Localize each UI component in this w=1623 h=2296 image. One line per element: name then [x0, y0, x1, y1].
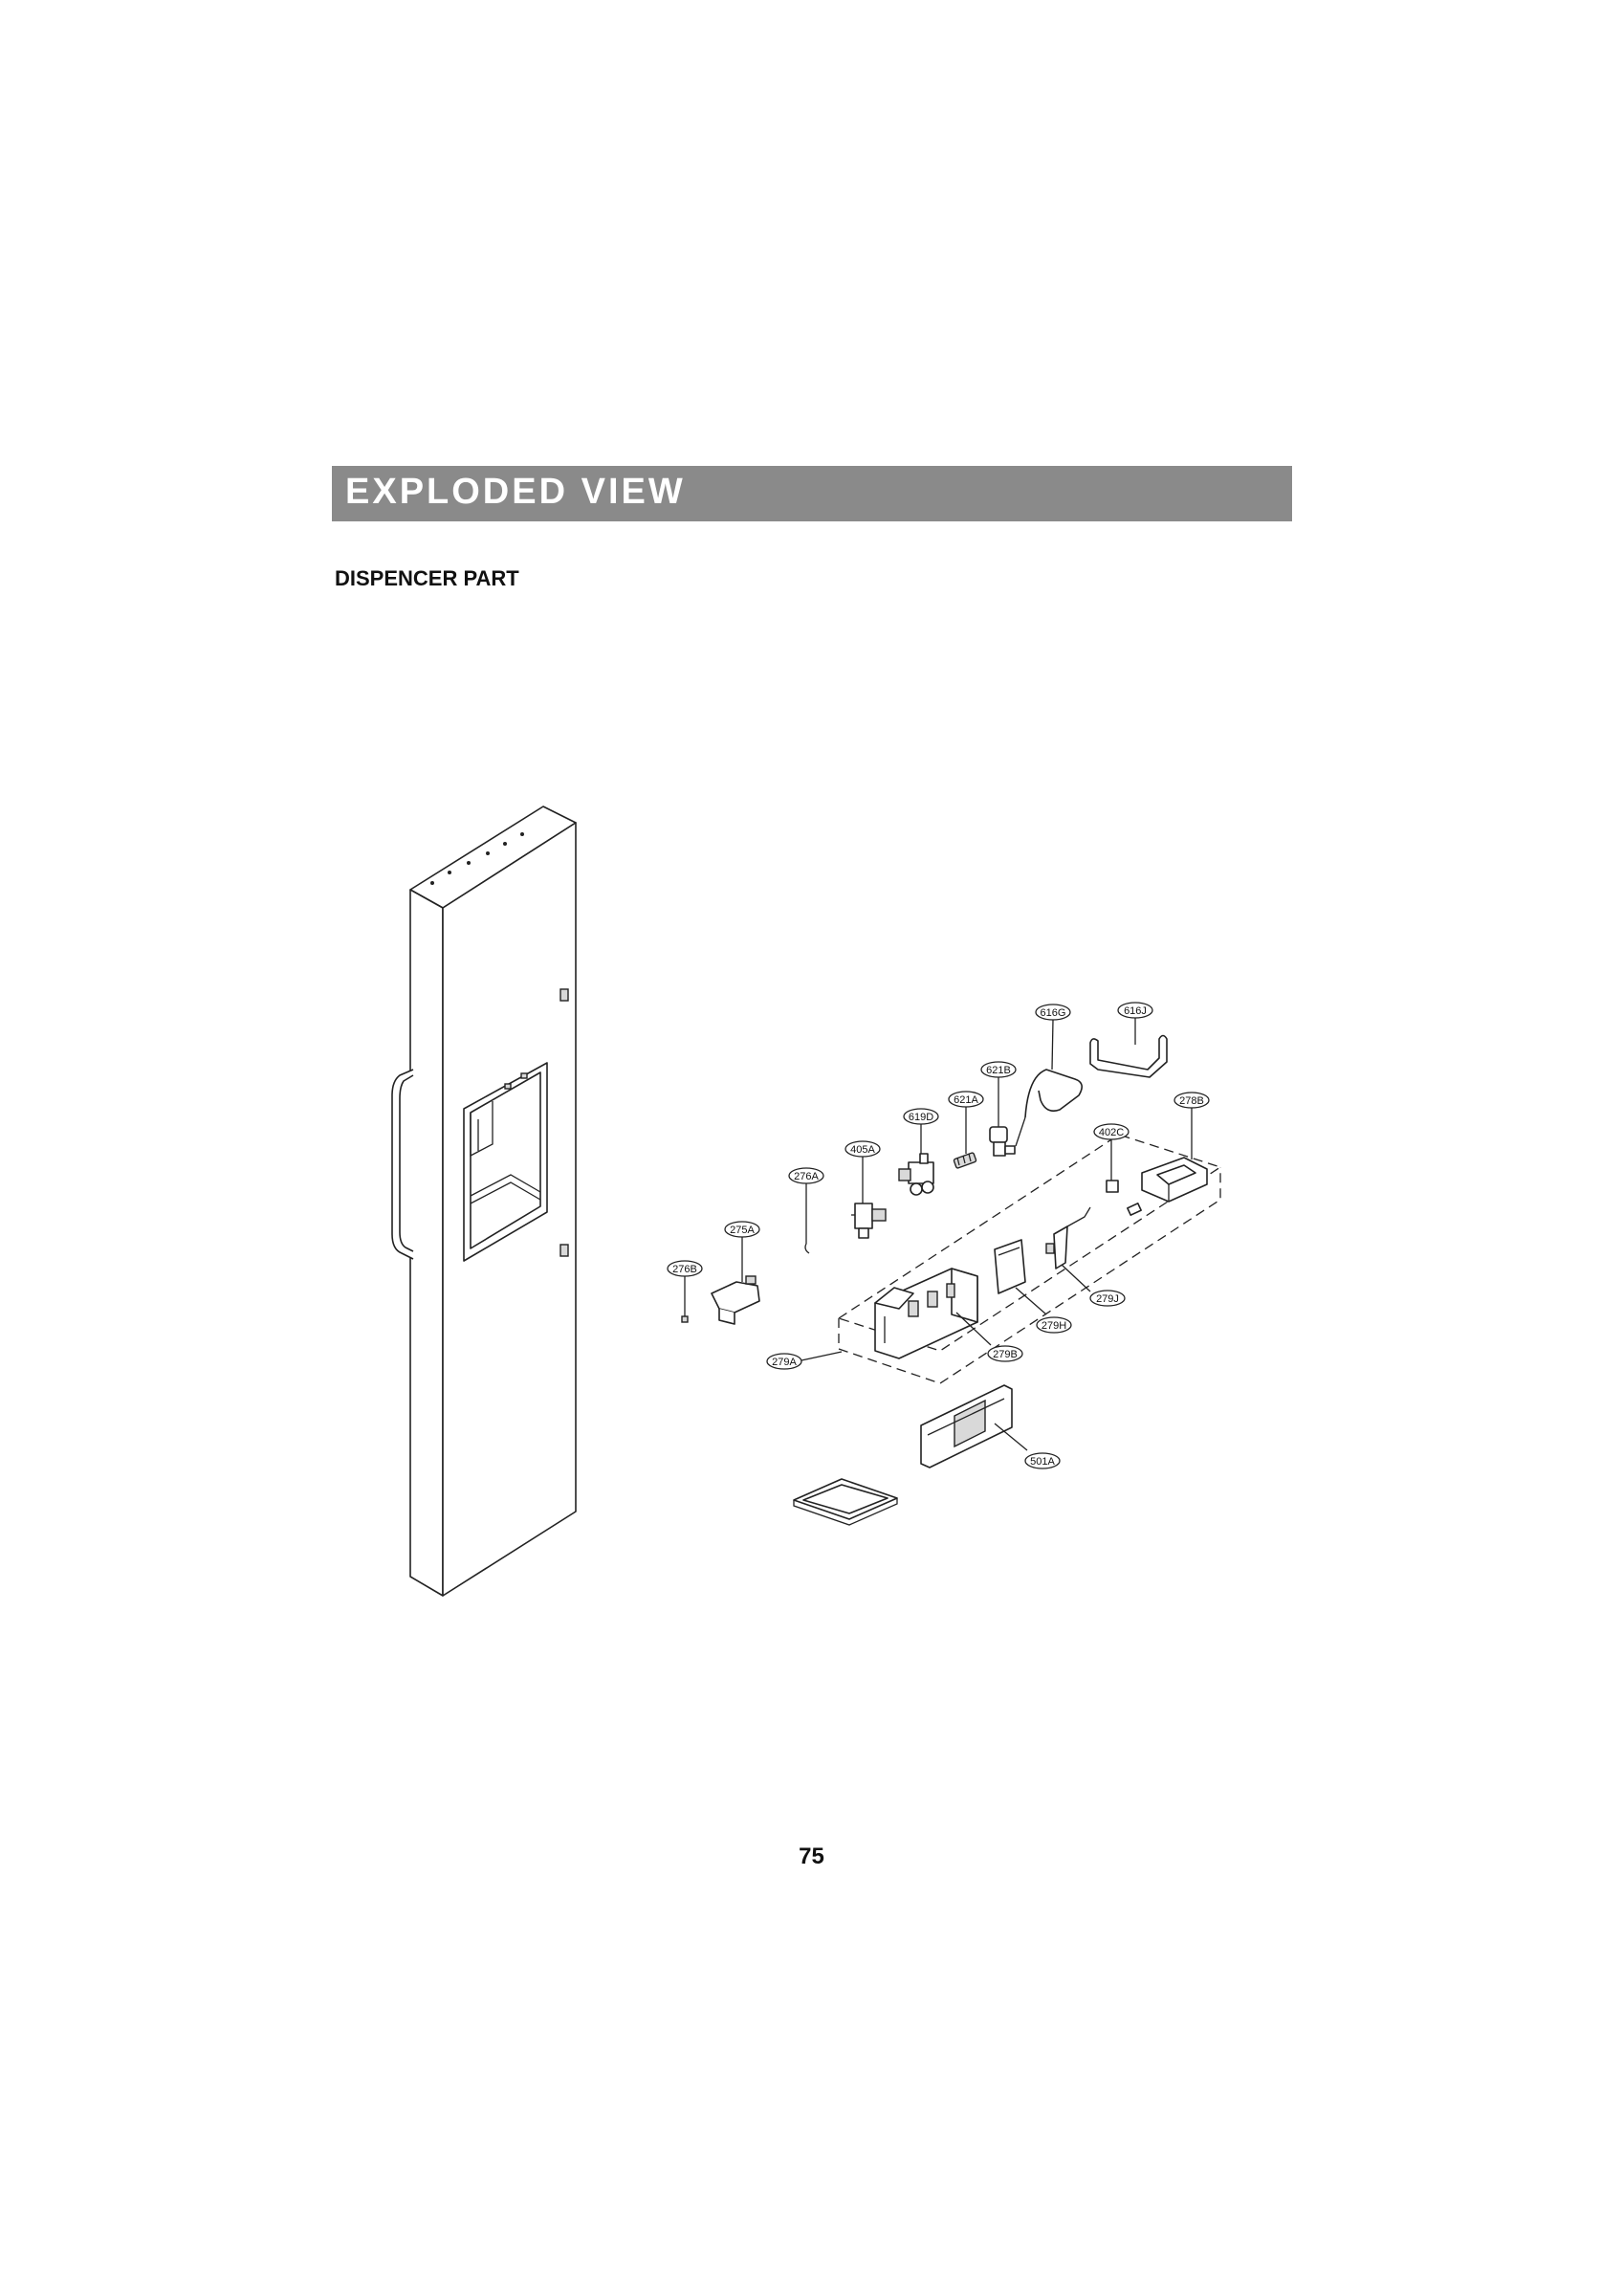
callout-619D: 619D [903, 1108, 939, 1125]
svg-text:616G: 616G [1041, 1007, 1066, 1019]
bracket-278B [1141, 1157, 1208, 1203]
svg-text:621B: 621B [986, 1065, 1011, 1076]
callout-621A: 621A [948, 1091, 984, 1108]
wire-276A [804, 1203, 810, 1254]
svg-text:276B: 276B [672, 1264, 697, 1275]
svg-text:276A: 276A [794, 1171, 819, 1182]
leader-lines [684, 1018, 1193, 1451]
page-number: 75 [799, 1843, 824, 1869]
callout-501A: 501A [1024, 1452, 1061, 1469]
svg-text:402C: 402C [1099, 1127, 1124, 1138]
drip-tray [793, 1478, 898, 1526]
section-banner: EXPLODED VIEW [332, 466, 1292, 521]
callout-402C: 402C [1093, 1123, 1130, 1140]
part-402C [1106, 1180, 1142, 1216]
callout-276A: 276A [788, 1167, 824, 1184]
callout-279H: 279H [1036, 1316, 1072, 1334]
callout-276B: 276B [667, 1260, 703, 1277]
fitting-621A [953, 1152, 977, 1169]
callout-405A: 405A [844, 1140, 881, 1158]
svg-text:279H: 279H [1042, 1320, 1066, 1332]
dispenser-housing-279A [874, 1268, 978, 1359]
bracket-279J [1045, 1206, 1091, 1269]
tube-616G [1015, 1069, 1083, 1147]
callout-621B: 621B [980, 1061, 1017, 1078]
callout-279J: 279J [1089, 1290, 1126, 1307]
svg-text:275A: 275A [730, 1225, 755, 1236]
fitting-621B [989, 1126, 1016, 1157]
door-handle [391, 1069, 414, 1260]
callout-278B: 278B [1173, 1092, 1210, 1109]
section-title: DISPENCER PART [335, 566, 519, 590]
panel-501A [920, 1384, 1013, 1468]
assembly-boundary-lower [838, 1167, 1221, 1384]
valve-405A [851, 1203, 887, 1239]
svg-text:621A: 621A [954, 1094, 978, 1106]
callout-279B: 279B [987, 1345, 1023, 1362]
wire-276B [681, 1282, 689, 1323]
tube-616J [1089, 1034, 1168, 1078]
callout-616J: 616J [1117, 1002, 1153, 1019]
svg-text:279J: 279J [1096, 1293, 1119, 1305]
callout-275A: 275A [724, 1221, 760, 1238]
callout-279A: 279A [766, 1353, 802, 1370]
svg-text:405A: 405A [850, 1144, 875, 1156]
svg-text:501A: 501A [1030, 1456, 1055, 1468]
valve-619D [898, 1153, 934, 1196]
callout-616G: 616G [1035, 1004, 1071, 1021]
switch-275A [711, 1275, 760, 1325]
svg-text:278B: 278B [1179, 1095, 1204, 1107]
svg-text:619D: 619D [909, 1112, 933, 1123]
svg-text:279B: 279B [993, 1349, 1018, 1360]
dispenser-recess [463, 1062, 548, 1262]
page-title: EXPLODED VIEW [345, 472, 686, 512]
cover-279H [994, 1239, 1026, 1294]
svg-text:279A: 279A [772, 1357, 797, 1368]
svg-text:616J: 616J [1124, 1005, 1147, 1017]
